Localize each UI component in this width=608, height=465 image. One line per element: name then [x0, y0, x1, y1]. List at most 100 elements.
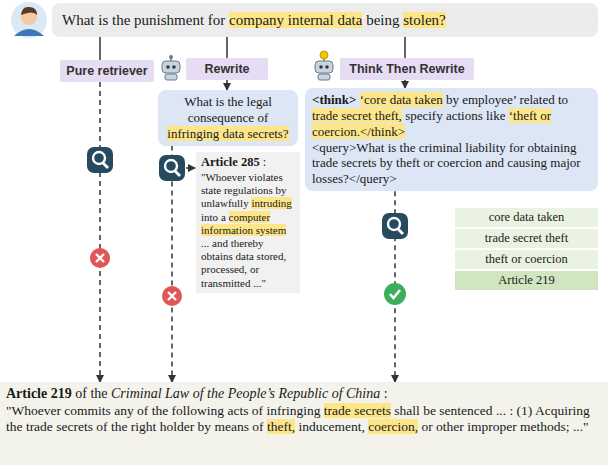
article-box: Article 285 :"Whoever violates state reg…	[196, 152, 300, 293]
text-space	[209, 237, 212, 249]
text-run: like	[486, 108, 506, 123]
text-space	[522, 252, 525, 266]
success-mark	[384, 283, 406, 305]
text-run: the	[6, 419, 23, 434]
text-run: trade	[26, 419, 53, 434]
node-text: "Whoever violates state regulations by u…	[201, 171, 295, 290]
text-run: the	[112, 12, 130, 28]
node-text: trade secret theft	[485, 231, 568, 246]
text-run: What	[62, 12, 94, 28]
text-space	[532, 403, 535, 418]
text-run: the	[111, 419, 128, 434]
text-space	[108, 12, 112, 28]
text-space	[420, 403, 423, 418]
text-space	[156, 419, 159, 434]
think-bubble: <think> ‘core data taken by employee’ re…	[305, 88, 598, 191]
text-run: of	[137, 403, 148, 418]
text-run: processed,	[201, 263, 247, 275]
text-space	[204, 386, 208, 401]
text-run: Rewrite	[204, 62, 249, 76]
keyword-box: theft or coercion	[455, 250, 598, 269]
flow-connector	[404, 37, 406, 58]
text-space	[130, 12, 134, 28]
text-space	[47, 386, 51, 401]
text-space	[244, 126, 247, 141]
text-run: 219	[536, 273, 555, 287]
text-run: commits	[64, 403, 111, 418]
text-run: :	[263, 155, 266, 169]
node-text: <query>What is the criminal liability fo…	[312, 140, 591, 188]
text-run: be	[423, 403, 436, 418]
node-text: Article 219	[498, 273, 555, 288]
text-space	[482, 155, 485, 170]
fail-mark	[162, 286, 182, 306]
text-run: coercion	[525, 252, 568, 266]
node-text: Article 219 of the Criminal Law of the P…	[6, 386, 602, 403]
text-space	[260, 155, 263, 169]
text-space	[508, 252, 511, 266]
text-space	[396, 140, 399, 155]
text-space	[246, 171, 249, 183]
text-space	[384, 140, 387, 155]
text-space	[275, 386, 279, 401]
robot-icon	[162, 55, 180, 80]
flow-connector	[226, 80, 228, 90]
text-space	[328, 386, 332, 401]
text-run: Article	[201, 155, 238, 169]
text-run: into	[201, 211, 218, 223]
text-space	[254, 250, 257, 262]
retrieval-arrow	[186, 167, 195, 169]
text-run: trade	[312, 108, 338, 123]
text-space	[338, 155, 341, 170]
retriever-icon	[87, 147, 113, 173]
text-space	[127, 419, 130, 434]
text-run: inducement,	[298, 419, 364, 434]
text-run: ‘core	[360, 92, 387, 107]
text-space	[72, 386, 76, 401]
method-label: Rewrite	[186, 58, 268, 80]
text-space	[555, 92, 558, 107]
text-run: unlawfully	[201, 197, 249, 209]
text-run: coercion.</think>	[312, 124, 405, 139]
text-run: state	[201, 184, 221, 196]
text-space	[247, 263, 250, 275]
text-run: by	[276, 184, 287, 196]
text-run: or	[421, 419, 432, 434]
text-run: ...	[496, 403, 506, 418]
text-space	[251, 277, 254, 289]
node-text: Rewrite	[204, 62, 249, 76]
text-run: :	[384, 386, 388, 401]
text-run: coercion	[437, 155, 482, 170]
text-run: Republic	[278, 386, 328, 401]
text-run: being	[366, 12, 399, 28]
text-space	[273, 184, 276, 196]
rewrite-bubble: What is the legal consequence of infring…	[158, 90, 298, 146]
fail-mark	[90, 248, 110, 268]
text-space	[343, 386, 347, 401]
text-run: Law	[165, 386, 189, 401]
text-space	[233, 250, 236, 262]
text-run: data	[390, 92, 412, 107]
text-run: methods;	[520, 419, 570, 434]
text-space	[221, 184, 224, 196]
text-run: a	[221, 211, 226, 223]
text-run: following	[172, 403, 225, 418]
node-text: Think Then Rewrite	[349, 62, 464, 76]
text-space	[380, 386, 384, 401]
text-run: holder	[160, 419, 195, 434]
text-space	[443, 108, 446, 123]
text-run: trade	[485, 231, 510, 245]
text-run: computer	[229, 211, 271, 223]
node-text: <think> ‘core data taken by employee’ re…	[312, 92, 591, 140]
text-space	[433, 419, 436, 434]
text-run: for	[509, 140, 524, 155]
text-run: actions	[446, 108, 483, 123]
text-space	[248, 403, 251, 418]
text-run: thereby	[231, 237, 264, 249]
text-run: of	[257, 110, 268, 125]
node-text: Pure retriever	[66, 64, 147, 78]
text-space	[416, 62, 419, 76]
text-run: Article	[498, 273, 533, 287]
question-bubble: What is the punishment for company inter…	[52, 3, 598, 37]
